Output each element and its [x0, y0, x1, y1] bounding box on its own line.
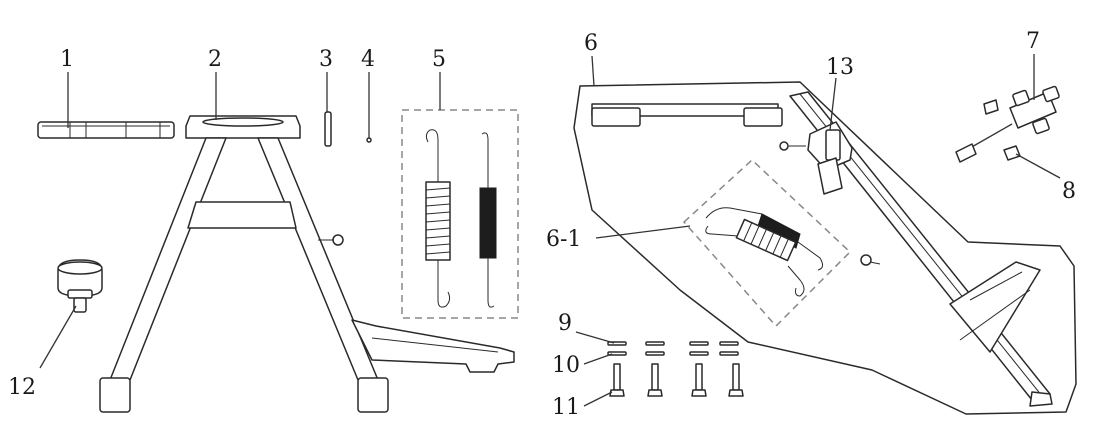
callout-12: 12	[8, 375, 36, 400]
part-4-pin	[366, 110, 372, 143]
part-6-side-plate	[573, 81, 1077, 415]
callout-6-1: 6-1	[546, 227, 581, 252]
part-3-rod	[324, 111, 332, 147]
callout-2: 2	[208, 47, 222, 72]
callout-3: 3	[319, 47, 333, 72]
callout-11: 11	[552, 395, 580, 420]
callout-13: 13	[826, 55, 854, 80]
leader-lines	[39, 54, 1061, 407]
part-1-axle	[37, 121, 175, 139]
part-6-1-springs-box	[682, 158, 852, 328]
callout-5: 5	[432, 47, 446, 72]
callout-8: 8	[1062, 179, 1076, 204]
part-7-cylinder	[955, 85, 1060, 163]
part-11-bolts	[609, 363, 744, 397]
callout-4: 4	[361, 47, 375, 72]
callout-labels: 1 2 3 4 5 6 13 6-1 7 8 9 10 11 12	[8, 29, 1076, 420]
callout-6: 6	[584, 31, 598, 56]
part-12-stopper	[57, 259, 103, 313]
callout-10: 10	[552, 353, 580, 378]
part-10-washers	[607, 351, 739, 356]
part-9-washers	[607, 341, 739, 346]
part-2-main-stand	[99, 115, 515, 413]
callout-9: 9	[558, 311, 572, 336]
callout-7: 7	[1026, 29, 1040, 54]
part-8-bolt	[1003, 145, 1021, 161]
part-5-springs-box	[401, 109, 519, 319]
callout-1: 1	[60, 47, 74, 72]
